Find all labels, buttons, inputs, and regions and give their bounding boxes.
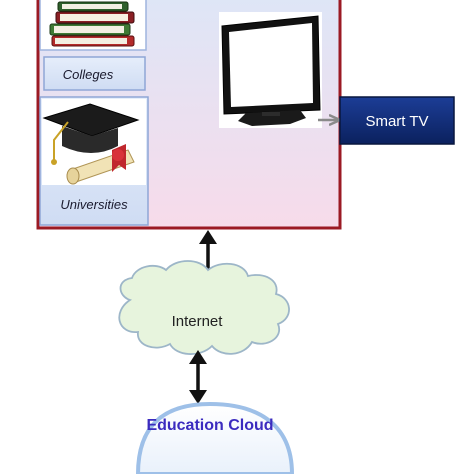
internet-cloud: Internet	[118, 260, 290, 355]
books-picture	[39, 0, 147, 51]
education-cloud: Education Cloud	[135, 401, 295, 474]
smart-tv-box: Smart TV	[339, 96, 455, 145]
internet-label: Internet	[172, 313, 224, 330]
diploma-icon	[66, 144, 135, 185]
graduation-cap-icon	[42, 103, 140, 165]
education-cloud-label: Education Cloud	[146, 417, 273, 434]
colleges-label-box: Colleges	[43, 56, 146, 91]
colleges-label: Colleges	[63, 67, 114, 82]
universities-label: Universities	[60, 197, 128, 212]
smart-tv-label: Smart TV	[365, 113, 428, 130]
cloud-icon	[118, 260, 290, 355]
tv-picture	[219, 12, 322, 128]
universities-box: Universities	[39, 96, 149, 226]
books-icon	[49, 1, 135, 47]
double-arrow-icon	[189, 350, 207, 404]
tv-icon	[221, 15, 321, 126]
